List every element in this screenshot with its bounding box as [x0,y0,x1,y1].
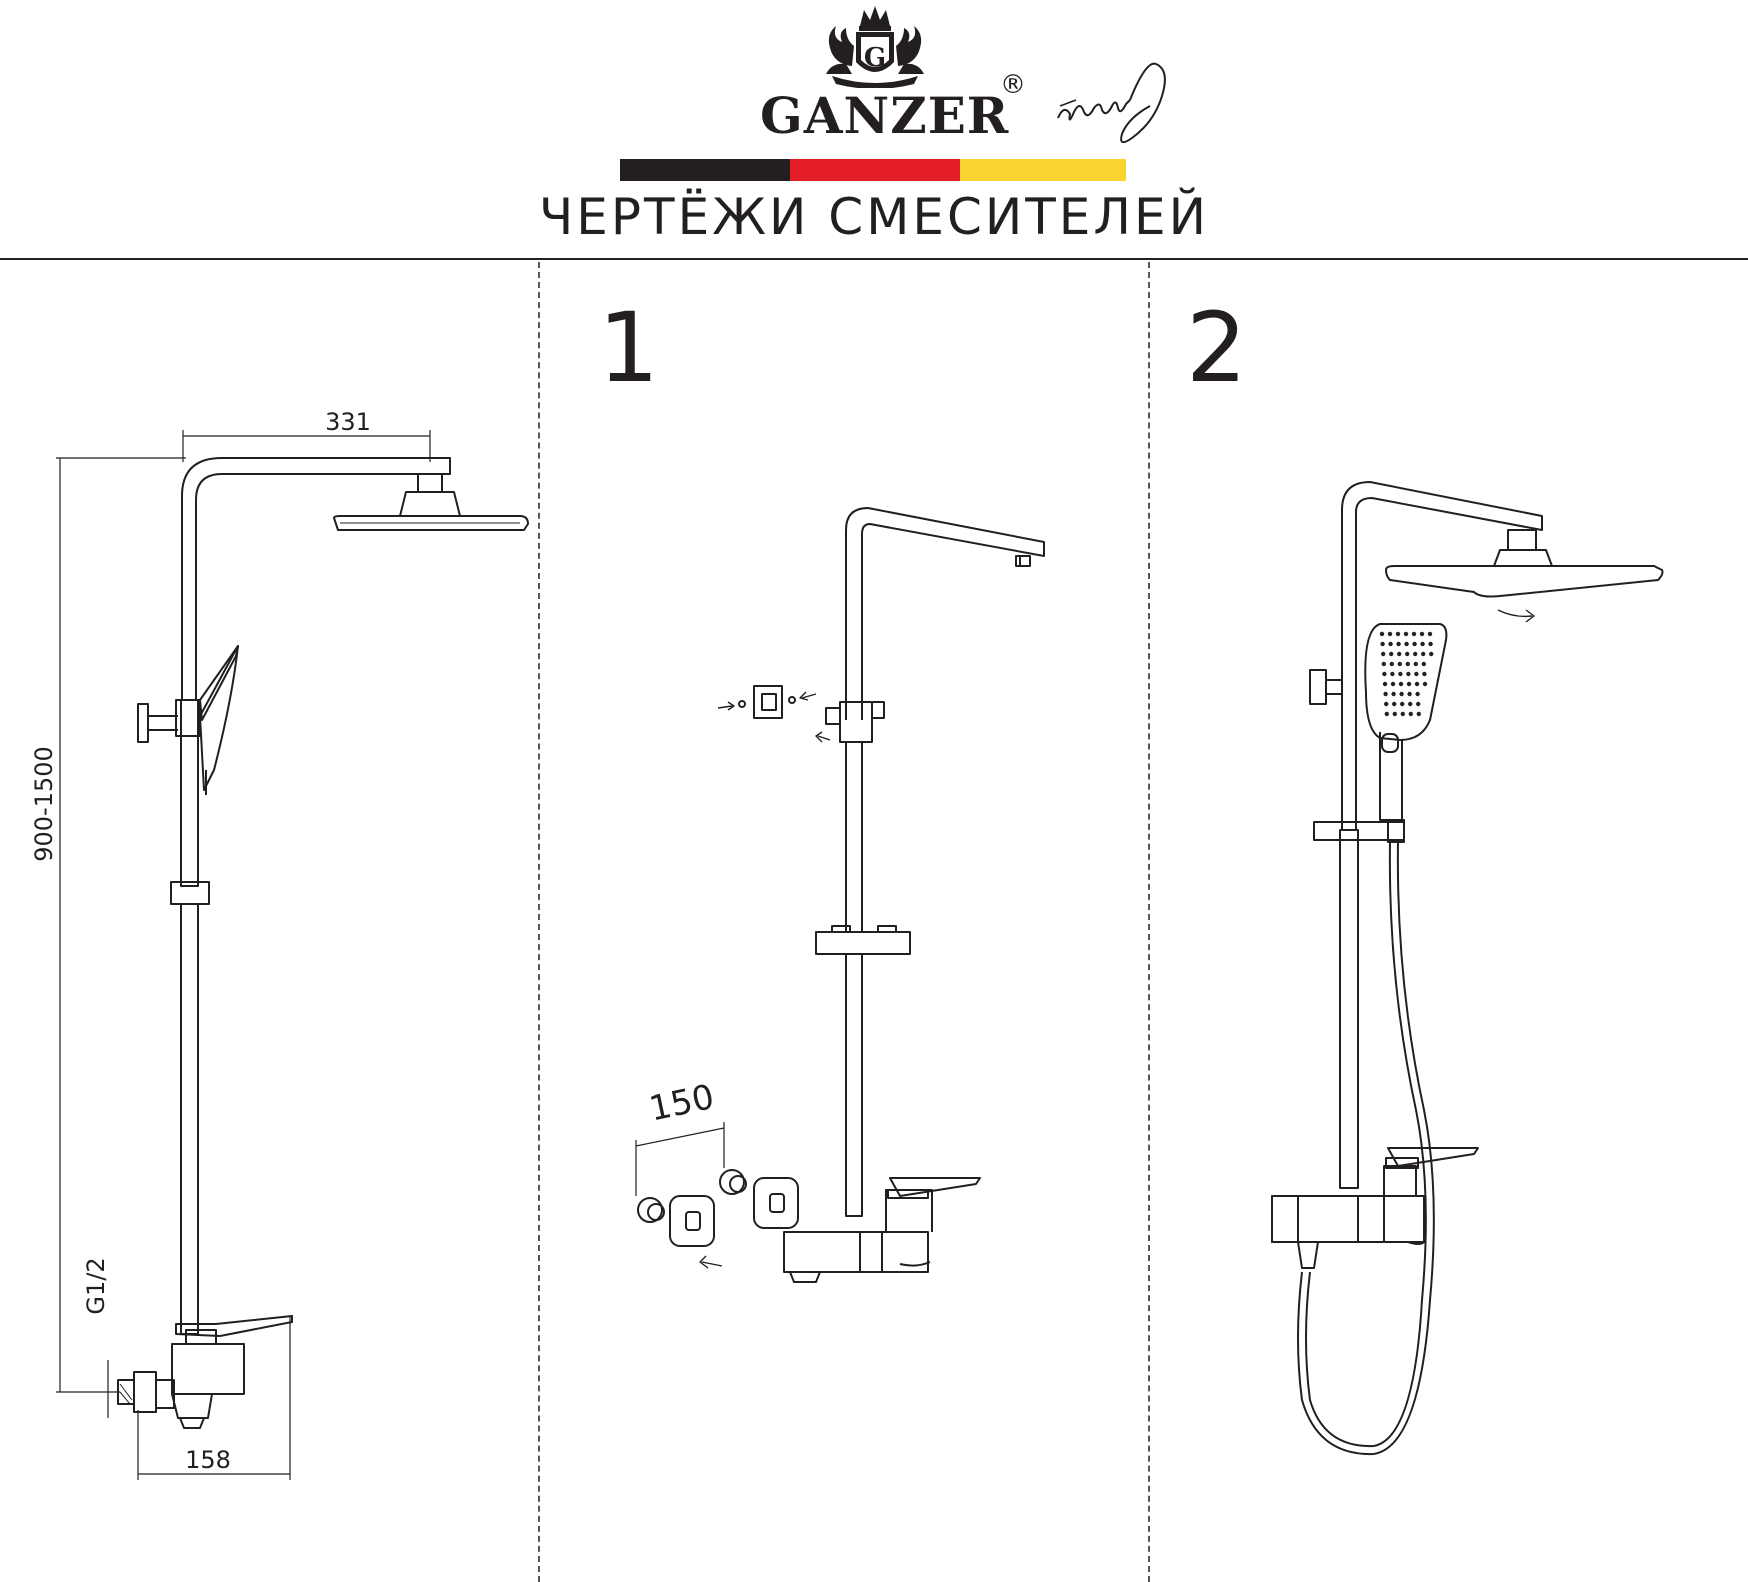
nozzle-dot [1392,711,1398,717]
nozzle-dot [1390,671,1395,677]
nozzle-dot [1411,631,1417,637]
nozzle-dot [1413,661,1419,667]
nozzle-dot [1380,641,1385,647]
nozzle-dot [1397,651,1402,657]
nozzle-dot [1420,641,1425,647]
brand-name: GANZER [760,86,1010,145]
nozzle-dot [1400,701,1405,707]
nozzle-dot [1422,681,1428,687]
nozzle-dot [1416,711,1422,717]
dim-width-bottom: 158 [185,1446,231,1474]
nozzle-dot [1382,681,1388,687]
nozzle-dot [1408,701,1413,707]
nozzle-dot [1379,631,1385,637]
dim-height-range: 900-1500 [30,746,58,862]
nozzle-dot [1398,671,1403,677]
nozzle-dot [1392,701,1397,707]
flag-stripe-red [790,159,960,181]
dim-width-top: 331 [325,408,371,436]
side-view-drawing [56,430,529,1480]
nozzle-dot [1389,651,1394,657]
nozzle-dot [1412,641,1417,647]
nozzle-dot [1404,641,1409,647]
nozzle-dot [1416,701,1421,707]
nozzle-dot [1399,691,1404,697]
flag-stripe-black [620,159,790,181]
nozzle-dot [1395,631,1401,637]
crown-lions-crest-icon: G [826,6,924,88]
nozzle-dot [1384,701,1389,707]
nozzle-dot [1415,691,1420,697]
nozzle-dot [1406,671,1411,677]
handwritten-signature [1057,62,1166,144]
nozzle-dot [1397,661,1403,667]
registered-mark: ® [1000,70,1026,100]
nozzle-dot [1383,691,1388,697]
dim-inlet-thread: G1/2 [82,1257,110,1314]
nozzle-dot [1396,641,1401,647]
nozzle-dot [1405,661,1411,667]
nozzle-dot [1400,711,1406,717]
nozzle-dot [1387,631,1393,637]
nozzle-dot [1413,651,1418,657]
dim-inlet-spacing: 150 [646,1077,718,1130]
nozzle-dot [1381,651,1386,657]
nozzle-dot [1421,651,1426,657]
nozzle-dot [1429,651,1434,657]
nozzle-dot [1407,691,1412,697]
nozzle-dot [1408,711,1414,717]
panel-number-2: 2 [1186,292,1248,404]
nozzle-dot [1403,631,1409,637]
svg-text:G: G [864,43,886,73]
nozzle-dot [1428,641,1433,647]
page-title: ЧЕРТЁЖИ СМЕСИТЕЛЕЙ [539,188,1209,246]
nozzle-dot [1398,681,1404,687]
panel-divider-2 [1148,262,1150,1582]
option-1-drawing [635,507,1045,1283]
nozzle-dot [1381,661,1387,667]
nozzle-dot [1405,651,1410,657]
nozzle-dot [1388,641,1393,647]
nozzle-dot [1391,691,1396,697]
nozzle-dot [1406,681,1412,687]
nozzle-dot [1427,631,1433,637]
nozzle-dot [1419,631,1425,637]
panel-divider-1 [538,262,540,1582]
nozzle-dot [1414,681,1420,687]
nozzle-dot [1382,671,1387,677]
nozzle-dot [1422,671,1427,677]
nozzle-dot [1414,671,1419,677]
header-rule [0,258,1748,260]
option-2-drawing [1271,481,1664,1456]
nozzle-dot [1384,711,1390,717]
flag-stripe-yellow [960,159,1126,181]
nozzle-dot [1390,681,1396,687]
header: G GANZER ® ЧЕРТЁЖИ СМЕСИТЕЛЕЙ [0,0,1748,262]
panel-number-1: 1 [598,292,660,404]
nozzle-dot [1421,661,1427,667]
nozzle-dot [1389,661,1395,667]
hand-shower-nozzles [1379,631,1434,717]
